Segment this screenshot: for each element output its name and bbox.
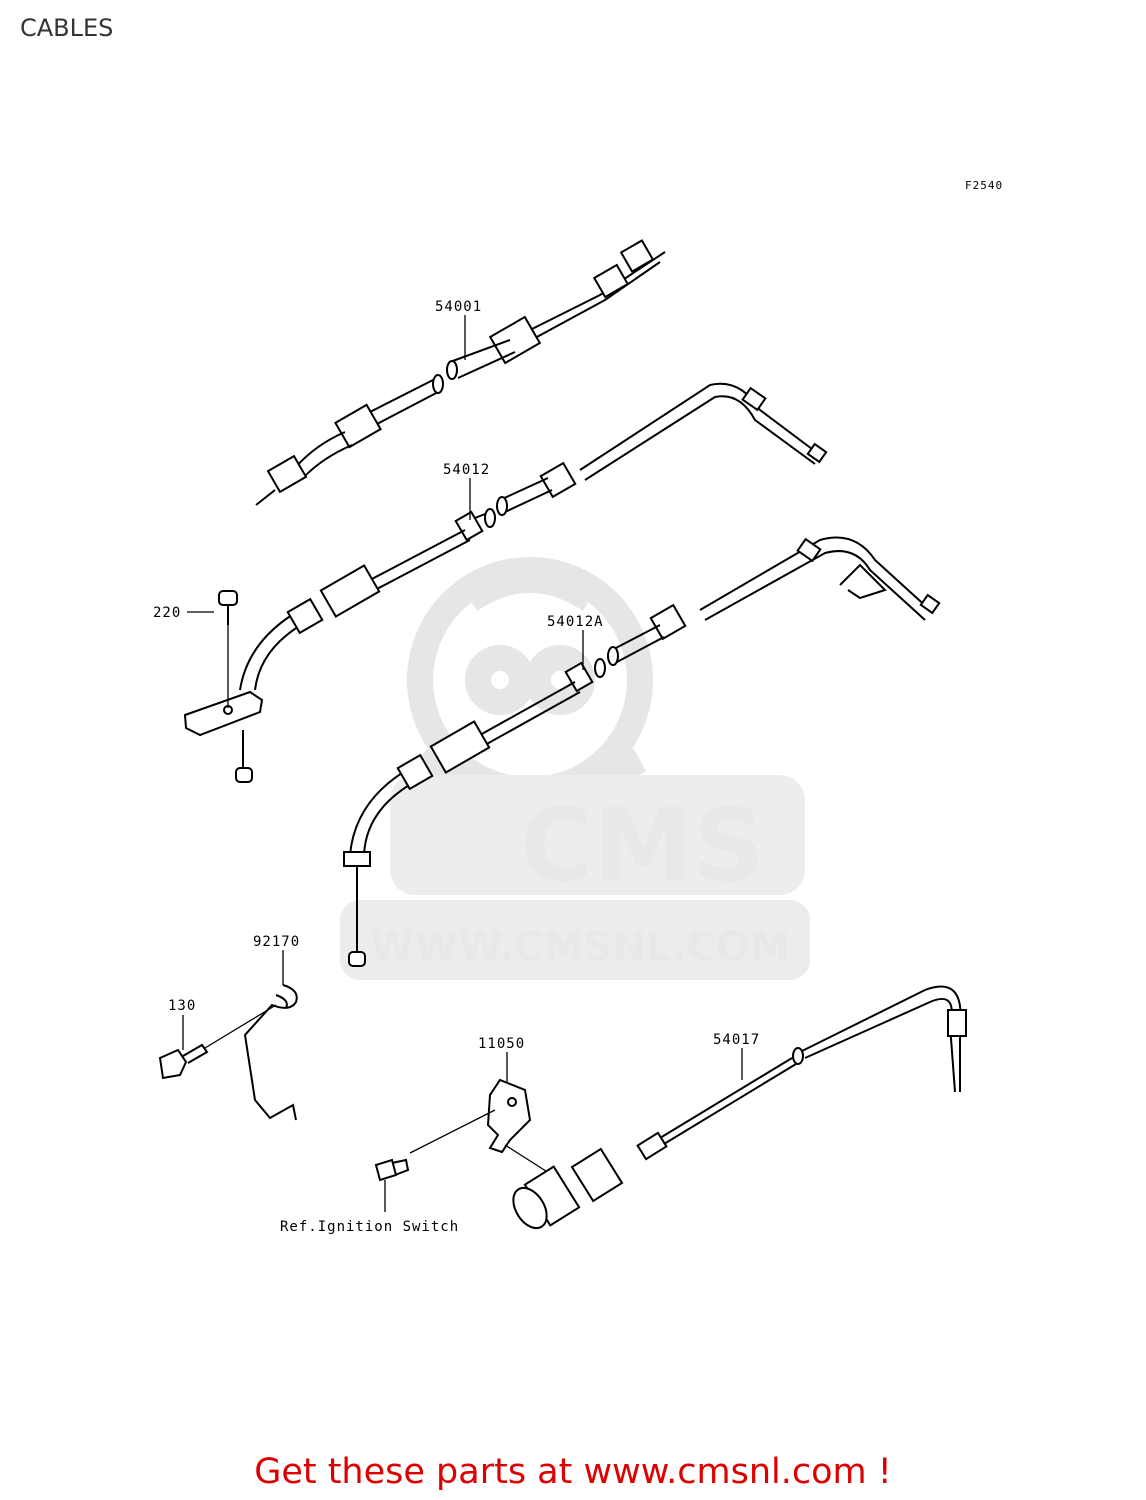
label-92170: 92170 [253,934,300,950]
watermark-url-text: WWW.CMSNL.COM [370,924,790,970]
label-220: 220 [153,605,181,621]
watermark-url-panel [340,900,810,980]
part-54001-speedometer-cable [255,239,666,506]
figure-code: F2540 [965,179,1003,192]
part-130-bolt [158,1004,277,1080]
part-54012-throttle-cable [183,382,828,783]
part-54012A-throttle-cable [343,536,941,967]
reference-note: Ref.Ignition Switch [280,1219,459,1235]
label-11050: 11050 [478,1036,525,1052]
watermark-logo-panel [390,775,805,895]
part-11050-bracket [409,1078,561,1181]
part-92170-clamp [243,984,298,1121]
watermark-logo-text: CMS [520,787,765,904]
ignition-switch-screw [374,1158,410,1212]
footer-link[interactable]: Get these parts at www.cmsnl.com ! [254,1452,892,1492]
part-220-screw [187,590,238,708]
label-54001: 54001 [435,299,482,315]
part-54017-choke-cable [512,985,967,1230]
label-54012: 54012 [443,462,490,478]
label-54012A: 54012A [547,614,604,630]
watermark: CMS WWW.CMSNL.COM [340,557,810,980]
page-title: CABLES [20,14,114,42]
label-54017: 54017 [713,1032,760,1048]
label-130: 130 [168,998,196,1014]
